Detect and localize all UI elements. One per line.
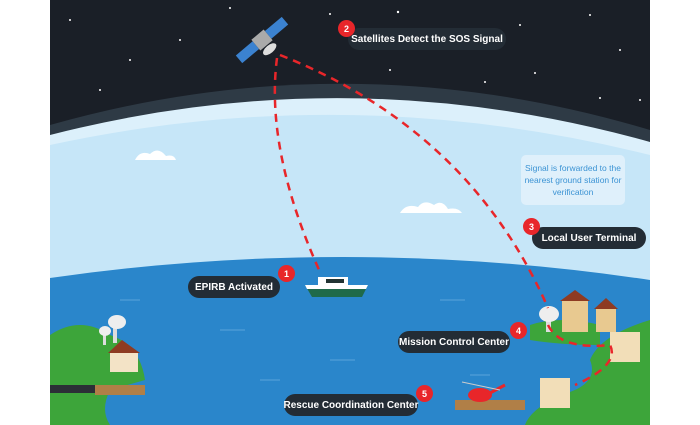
signal-path-satellite-terminal <box>279 53 550 309</box>
step-2-badge: 2 <box>338 20 355 37</box>
right-houses <box>540 290 640 408</box>
step-5-label: Rescue Coordination Center <box>283 394 419 416</box>
verification-note: Signal is forwarded to the nearest groun… <box>521 155 625 205</box>
step-5-badge: 5 <box>416 385 433 402</box>
ocean <box>50 256 650 425</box>
left-dock <box>95 385 145 395</box>
step-3-badge: 3 <box>523 218 540 235</box>
helicopter-icon <box>461 381 506 402</box>
step-3-label: Local User Terminal <box>532 227 646 249</box>
step-4-badge: 4 <box>510 322 527 339</box>
signal-path-ground <box>546 324 613 387</box>
satellite-icon <box>235 16 289 64</box>
step-1-label: EPIRB Activated <box>188 276 280 298</box>
boat-icon <box>305 277 368 297</box>
signal-paths <box>273 53 613 387</box>
helipad-dock <box>455 400 525 410</box>
signal-path-boat-satellite <box>273 57 322 273</box>
left-satellite-dishes-icon <box>99 315 126 345</box>
step-4-label: Mission Control Center <box>398 331 510 353</box>
waves <box>120 299 490 381</box>
left-house <box>108 340 140 372</box>
clouds <box>135 150 462 213</box>
step-1-badge: 1 <box>278 265 295 282</box>
step-2-label: Satellites Detect the SOS Signal <box>348 28 506 50</box>
